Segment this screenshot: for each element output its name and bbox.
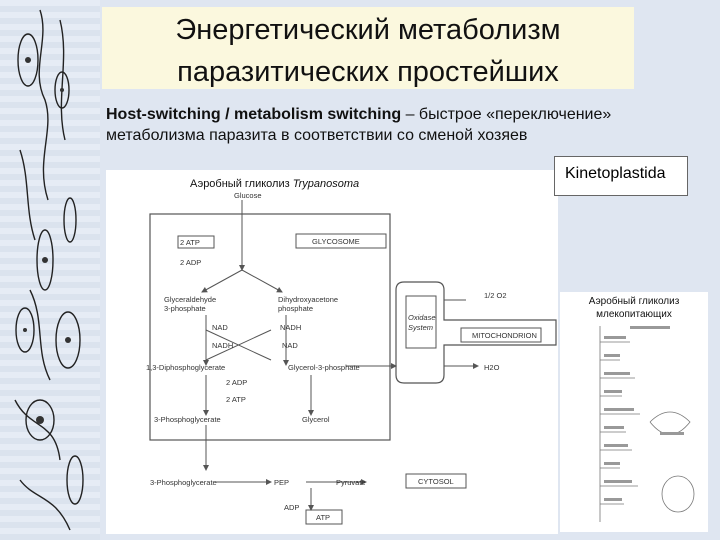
label-nad-right: NAD — [282, 341, 298, 350]
label-atp: ATP — [316, 513, 330, 522]
label-nad-left: NAD — [212, 323, 228, 332]
label-oxidase-2: System — [408, 323, 433, 332]
right-panel-heading-line2: млекопитающих — [596, 309, 672, 320]
label-nadh-left: NADH — [212, 341, 233, 350]
kinetoplastida-label: Kinetoplastida — [554, 156, 688, 196]
trypanosoma-glycolysis-diagram: Аэробный гликолиз Trypanosoma — [106, 170, 558, 534]
label-pep: PEP — [274, 478, 289, 487]
label-g3p-2: 3-phosphate — [164, 304, 206, 313]
label-3pg-b: 3-Phosphoglycerate — [150, 478, 217, 487]
label-dhap: Dihydroxyacetone — [278, 295, 338, 304]
mito-label-box — [460, 327, 542, 343]
label-dhap-2: phosphate — [278, 304, 313, 313]
label-pyruvate: Pyruvate — [336, 478, 366, 487]
right-panel-heading-line1: Аэробный гликолиз — [588, 296, 680, 307]
intro-term: Host-switching / metabolism switching — [106, 106, 402, 123]
label-nadh-right: NADH — [280, 323, 301, 332]
mammal-pathway-svg — [599, 326, 695, 522]
label-gly3p: Glycerol-3-phosphate — [288, 363, 360, 372]
title-line-1: Энергетический метаболизм — [175, 14, 561, 46]
intro-rest-line1: – быстрое «переключение» — [401, 106, 612, 123]
title-line-2: паразитических простейших — [177, 56, 559, 88]
intro-line2: метаболизма паразита в соответствии со с… — [106, 127, 528, 144]
glycosome-label-box — [295, 233, 387, 249]
label-glycerol: Glycerol — [302, 415, 330, 424]
label-glycosome: GLYCOSOME — [312, 237, 360, 246]
right-panel-heading: Аэробный гликолиз млекопитающих — [560, 292, 708, 321]
label-cytosol: CYTOSOL — [418, 477, 454, 486]
panel-heading: Аэробный гликолиз Trypanosoma — [190, 178, 359, 190]
title-box: Энергетический метаболизм паразитических… — [102, 7, 634, 89]
glycosome-boundary — [149, 213, 391, 441]
label-glucose: Glucose — [234, 191, 262, 200]
panel-heading-prefix: Аэробный гликолиз — [190, 178, 293, 190]
label-adp: ADP — [284, 503, 299, 512]
label-half-o2: 1/2 O2 — [484, 291, 507, 300]
label-g3p: Glyceraldehyde — [164, 295, 216, 304]
mammal-glycolysis-diagram: Аэробный гликолиз млекопитающих — [560, 292, 708, 532]
label-bpg: 1,3-Diphosphoglycerate — [146, 363, 225, 372]
label-2atp-b: 2 ATP — [226, 395, 246, 404]
label-h2o: H2O — [484, 363, 500, 372]
mitochondrion-boundary — [395, 281, 557, 384]
parasite-illustrations — [14, 9, 84, 531]
intro-text: Host-switching / metabolism switching – … — [106, 104, 706, 146]
label-2adp: 2 ADP — [180, 258, 201, 267]
cytosol-label-box — [405, 473, 467, 489]
panel-heading-organism: Trypanosoma — [292, 178, 360, 190]
oxidase-box — [405, 295, 437, 349]
pathway-svg: Glucose 2 ATP 2 ADP GLYCOSOME Glyceralde… — [146, 191, 557, 525]
label-3pg: 3-Phosphoglycerate — [154, 415, 221, 424]
label-oxidase: Oxidase — [408, 313, 436, 322]
label-2atp: 2 ATP — [180, 238, 200, 247]
label-2adp-b: 2 ADP — [226, 378, 247, 387]
label-mitochondrion: MITOCHONDRION — [472, 331, 537, 340]
decorative-sidebar — [0, 0, 100, 540]
